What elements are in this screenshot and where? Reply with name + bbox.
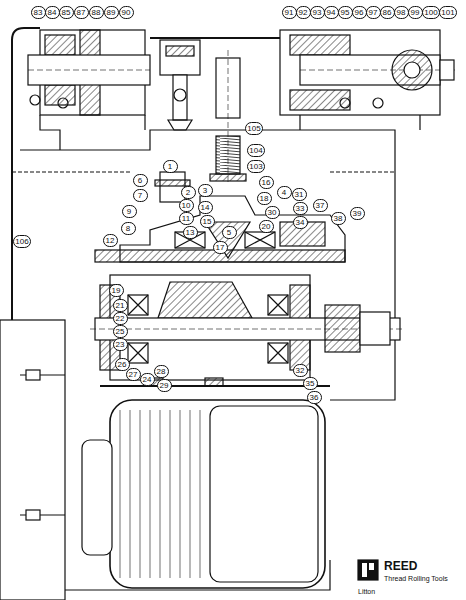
callout-number: 6 bbox=[133, 174, 148, 187]
callout-number: 97 bbox=[366, 6, 381, 19]
callout-number: 11 bbox=[179, 212, 194, 225]
callout-number: 85 bbox=[59, 6, 74, 19]
callout-number: 37 bbox=[313, 199, 328, 212]
callout-number: 88 bbox=[89, 6, 104, 19]
callout-number: 24 bbox=[140, 373, 155, 386]
callout-number: 8 bbox=[121, 222, 136, 235]
brand-text: REED bbox=[384, 559, 417, 573]
drawing-lines bbox=[0, 28, 455, 600]
callout-number: 105 bbox=[245, 122, 262, 135]
callout-number: 99 bbox=[408, 6, 423, 19]
callout-number: 30 bbox=[265, 206, 280, 219]
callout-number: 35 bbox=[303, 377, 318, 390]
callout-number: 96 bbox=[352, 6, 367, 19]
callout-number: 17 bbox=[213, 241, 228, 254]
callout-number: 1 bbox=[163, 160, 178, 173]
callout-number: 13 bbox=[183, 226, 198, 239]
callout-number: 14 bbox=[198, 201, 213, 214]
callout-number: 94 bbox=[324, 6, 339, 19]
callout-number: 7 bbox=[133, 189, 148, 202]
callout-number: 4 bbox=[277, 186, 292, 199]
callout-number: 98 bbox=[394, 6, 409, 19]
callout-number: 100 bbox=[422, 6, 439, 19]
callout-number: 89 bbox=[104, 6, 119, 19]
callout-number: 106 bbox=[13, 235, 30, 248]
callout-number: 9 bbox=[122, 205, 137, 218]
callout-number: 95 bbox=[338, 6, 353, 19]
callout-number: 29 bbox=[157, 379, 172, 392]
callout-number: 101 bbox=[439, 6, 456, 19]
callout-number: 86 bbox=[380, 6, 395, 19]
callout-number: 103 bbox=[247, 160, 264, 173]
callout-number: 104 bbox=[247, 144, 264, 157]
callout-number: 87 bbox=[74, 6, 89, 19]
callout-number: 32 bbox=[293, 364, 308, 377]
callout-number: 23 bbox=[113, 338, 128, 351]
callout-number: 16 bbox=[259, 176, 274, 189]
callout-number: 83 bbox=[31, 6, 46, 19]
callout-number: 21 bbox=[113, 299, 128, 312]
callout-number: 27 bbox=[126, 368, 141, 381]
callout-number: 15 bbox=[200, 215, 215, 228]
brand-text: Thread Rolling Tools bbox=[384, 575, 448, 582]
callout-number: 91 bbox=[282, 6, 297, 19]
callout-number: 2 bbox=[181, 186, 196, 199]
callout-number: 38 bbox=[331, 212, 346, 225]
brand-text: Litton bbox=[358, 588, 375, 595]
callout-number: 18 bbox=[257, 192, 272, 205]
callout-number: 3 bbox=[198, 184, 213, 197]
callout-number: 22 bbox=[113, 312, 128, 325]
callout-number: 92 bbox=[296, 6, 311, 19]
callout-number: 84 bbox=[45, 6, 60, 19]
callout-number: 26 bbox=[115, 358, 130, 371]
callout-number: 28 bbox=[154, 365, 169, 378]
callout-number: 34 bbox=[293, 216, 308, 229]
callout-number: 20 bbox=[259, 220, 274, 233]
callout-number: 93 bbox=[310, 6, 325, 19]
callout-number: 36 bbox=[307, 391, 322, 404]
callout-number: 12 bbox=[103, 234, 118, 247]
callout-number: 5 bbox=[222, 226, 237, 239]
callout-number: 39 bbox=[350, 207, 365, 220]
callout-number: 33 bbox=[293, 202, 308, 215]
callout-number: 90 bbox=[119, 6, 134, 19]
callout-number: 19 bbox=[109, 284, 124, 297]
callout-number: 10 bbox=[179, 199, 194, 212]
callout-number: 25 bbox=[113, 325, 128, 338]
callout-number: 31 bbox=[292, 188, 307, 201]
